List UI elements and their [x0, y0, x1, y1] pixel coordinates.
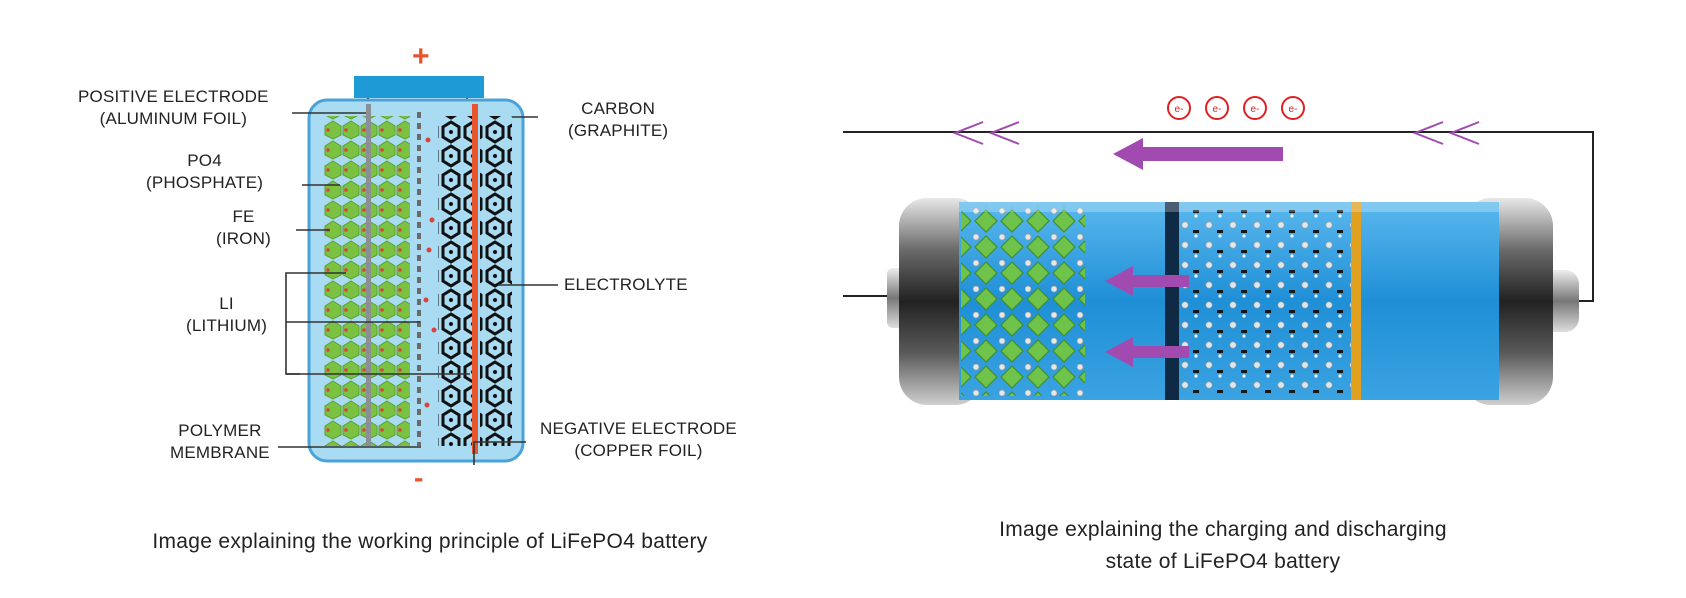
lithium-ions: [423, 137, 437, 408]
cathode-crystal-region: [961, 206, 1085, 396]
separator: [1165, 202, 1179, 400]
electron-symbol: e-: [1251, 104, 1260, 115]
label-lithium: LI (LITHIUM): [186, 294, 268, 335]
cell-cross-section-drawing: [278, 76, 558, 465]
label-carbon: CARBON (GRAPHITE): [568, 99, 669, 140]
label-negative-electrode: NEGATIVE ELECTRODE (COPPER FOIL): [540, 419, 737, 460]
aluminum-foil: [366, 104, 371, 446]
label-phosphate: PO4 (PHOSPHATE): [146, 151, 264, 192]
minus-sign: -: [414, 462, 424, 493]
leader-lines: [278, 112, 558, 465]
flow-chevrons: [952, 121, 1480, 145]
battery-circuit-drawing: e-e-e-e-: [843, 96, 1594, 405]
electron-symbol: e-: [1175, 104, 1184, 115]
label-iron: FE (IRON): [216, 207, 272, 248]
label-electrolyte: ELECTROLYTE: [564, 275, 688, 294]
positive-terminal: [354, 76, 484, 98]
anode-graphite-layer: [438, 116, 472, 446]
plus-sign: +: [412, 40, 430, 73]
left-caption: Image explaining the working principle o…: [152, 530, 708, 553]
copper-collector: [1351, 202, 1361, 400]
anode-ion-region: [1181, 208, 1357, 394]
label-positive-electrode: POSITIVE ELECTRODE (ALUMINUM FOIL): [78, 87, 269, 128]
electron-flow-arrow: [1113, 138, 1283, 170]
electron-marker: e-: [1167, 96, 1191, 120]
electrons: e-e-e-e-: [1167, 96, 1305, 120]
charging-state-diagram: e-e-e-e- Image explaining the charging a…: [843, 0, 1686, 598]
electron-symbol: e-: [1289, 104, 1298, 115]
copper-foil: [472, 104, 478, 454]
ion-flow-arrows: [1105, 266, 1189, 367]
electron-symbol: e-: [1213, 104, 1222, 115]
right-caption: Image explaining the charging and discha…: [999, 518, 1447, 573]
electron-marker: e-: [1205, 96, 1229, 120]
label-polymer-membrane: POLYMER MEMBRANE: [170, 421, 270, 462]
electron-marker: e-: [1243, 96, 1267, 120]
electron-marker: e-: [1281, 96, 1305, 120]
circuit-wire: [843, 131, 1594, 302]
working-principle-diagram: + - POSITIVE ELECTRODE (ALUMINUM FOIL) P…: [78, 40, 737, 553]
